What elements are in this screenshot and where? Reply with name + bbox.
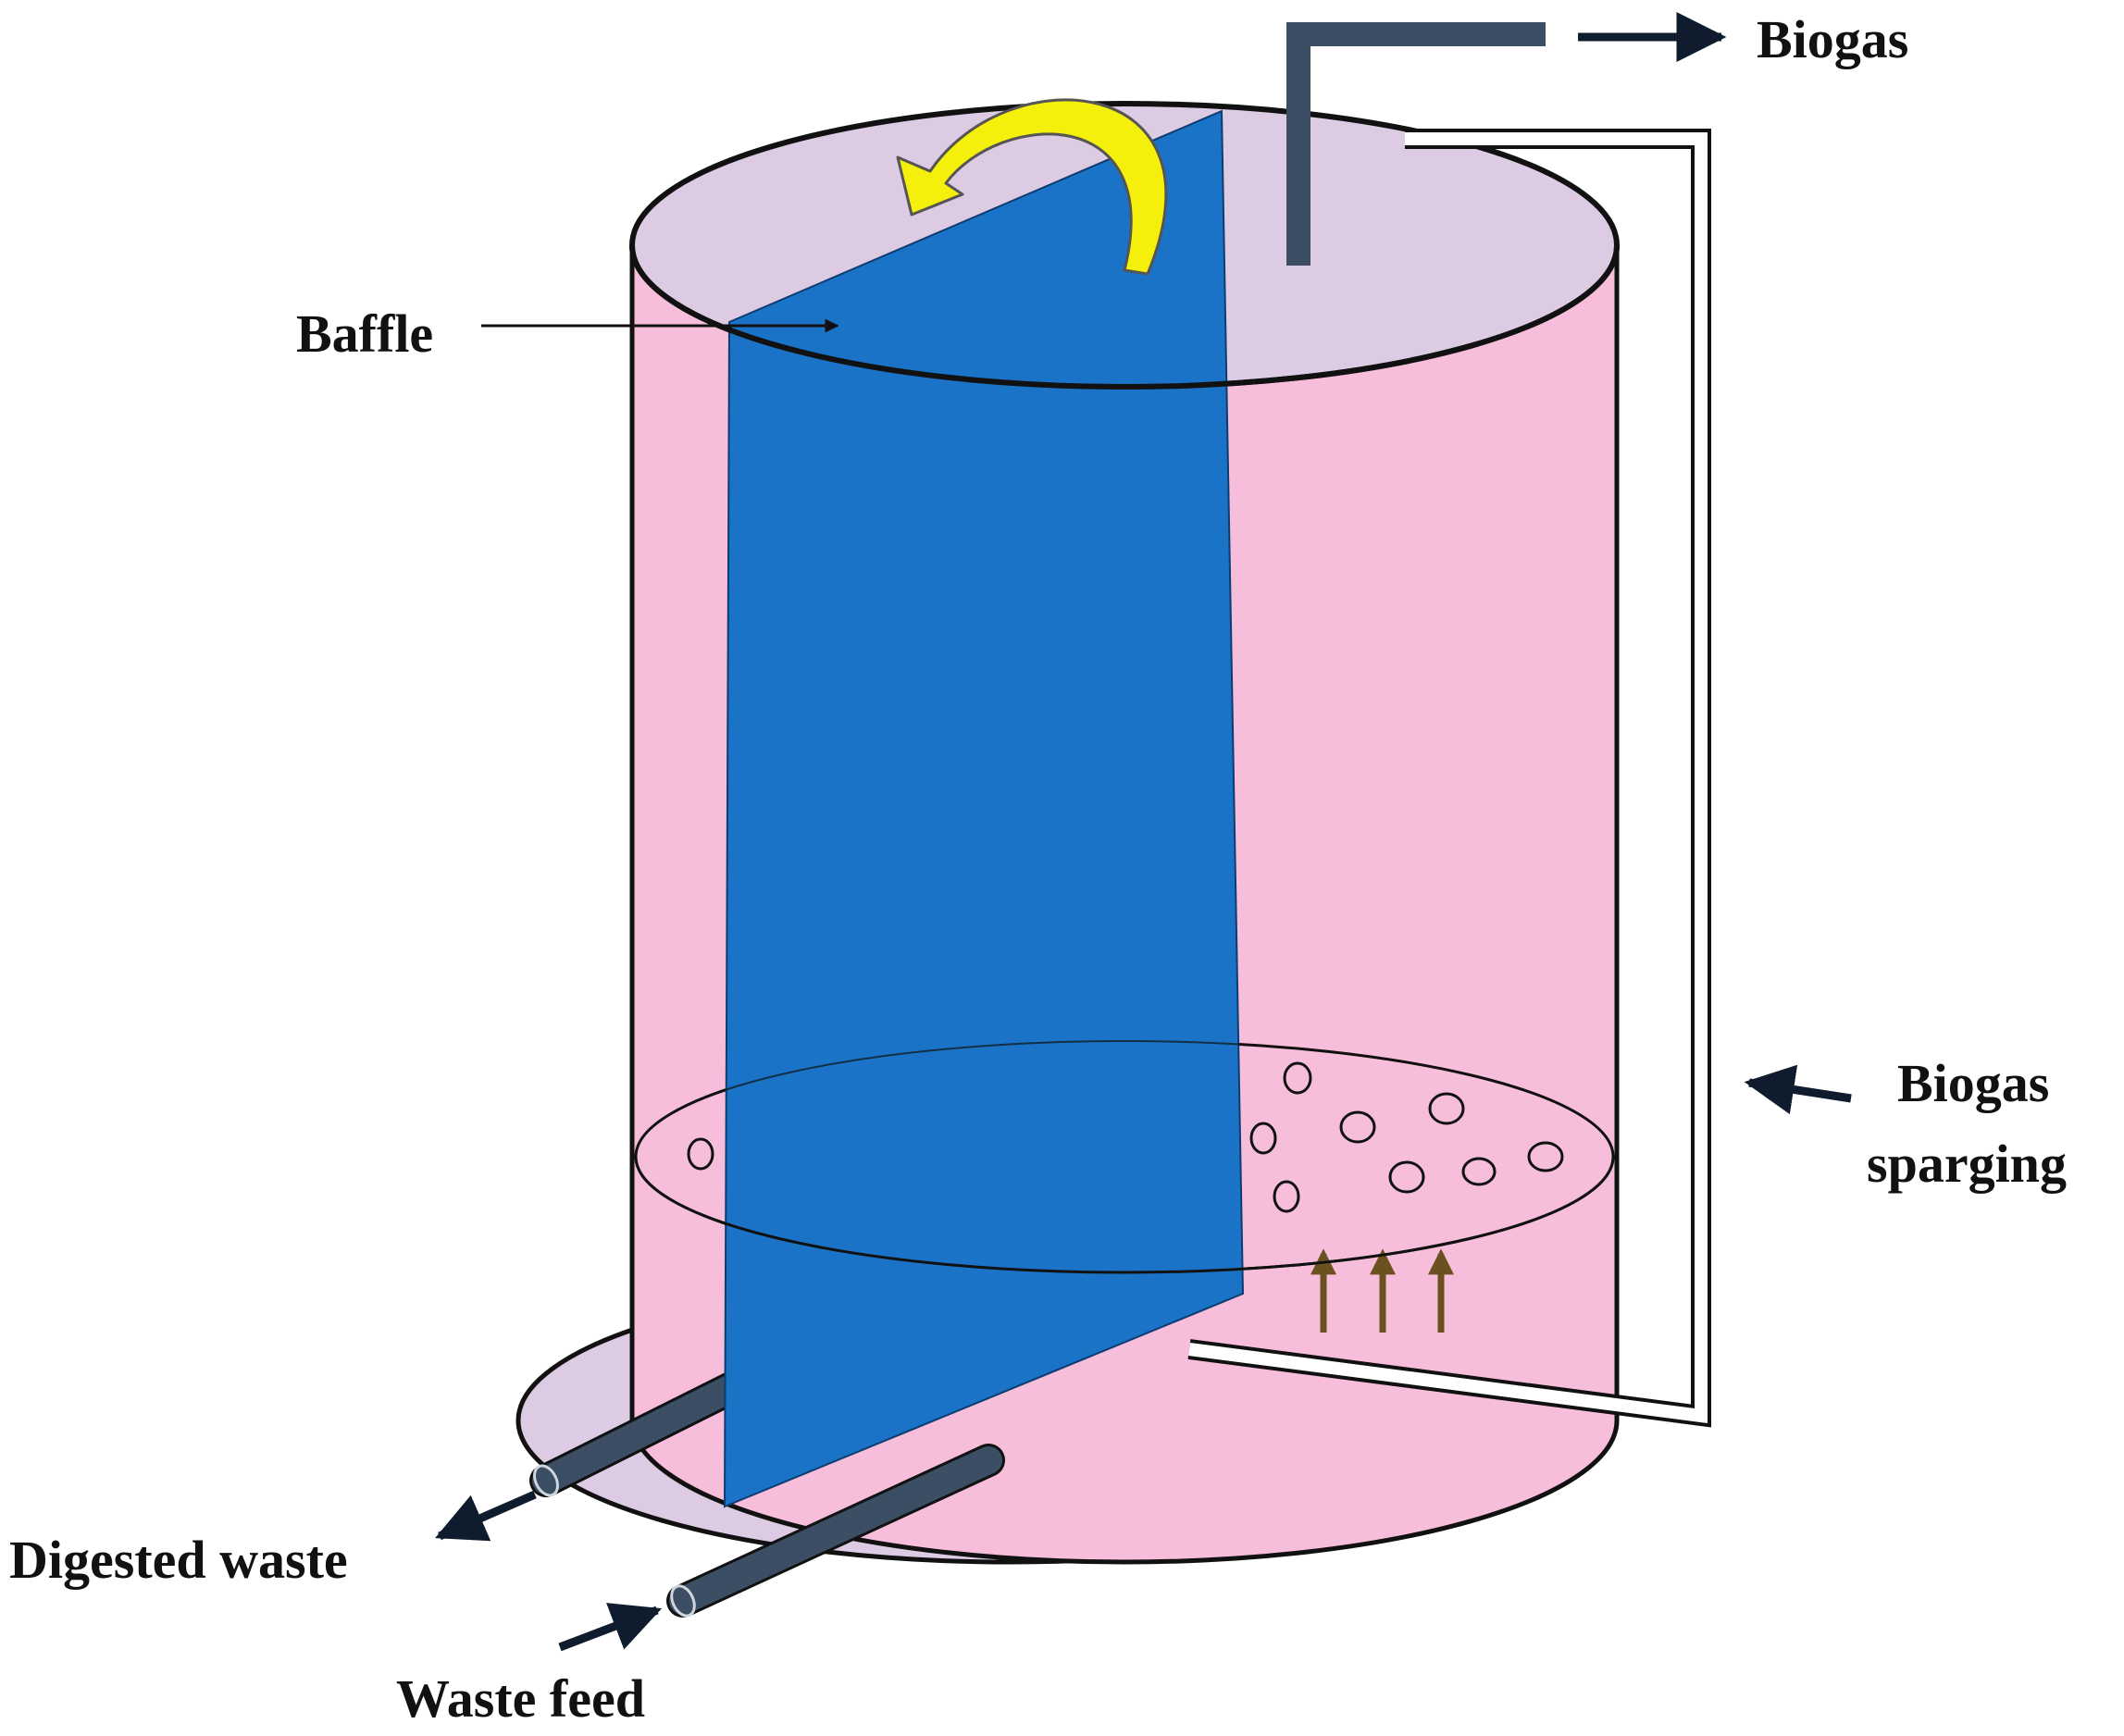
waste-feed-arrow (558, 1603, 663, 1652)
biogas-outlet-pipe (1286, 22, 1546, 266)
top-cap-front-rim (629, 244, 1620, 390)
digested-waste-pipe-fill (532, 1374, 745, 1494)
sparging-pipe-inner (1188, 132, 1708, 1423)
sparging-arrow (1744, 1064, 1852, 1115)
label-biogas-sparging-2: sparging (1867, 1134, 2067, 1194)
label-baffle: Baffle (296, 304, 433, 364)
digested-waste-arrow (435, 1490, 537, 1542)
gas-bubbles (687, 1061, 1564, 1213)
waste-feed-pipe-fill (669, 1446, 1002, 1615)
label-biogas-sparging-1: Biogas (1897, 1053, 2049, 1113)
label-biogas: Biogas (1757, 9, 1908, 69)
digested-waste-pipe-end (533, 1464, 559, 1497)
label-waste-feed: Waste feed (396, 1668, 645, 1729)
bubble-zone-back (635, 1040, 1614, 1158)
bubble-zone-front (634, 1156, 1615, 1274)
baffle-plate (723, 109, 1245, 1508)
waste-feed-pipe-end (670, 1584, 696, 1618)
label-digested-waste: Digested waste (9, 1530, 348, 1590)
rising-gas-arrows (1310, 1248, 1454, 1333)
rotation-arrow (896, 98, 1168, 276)
